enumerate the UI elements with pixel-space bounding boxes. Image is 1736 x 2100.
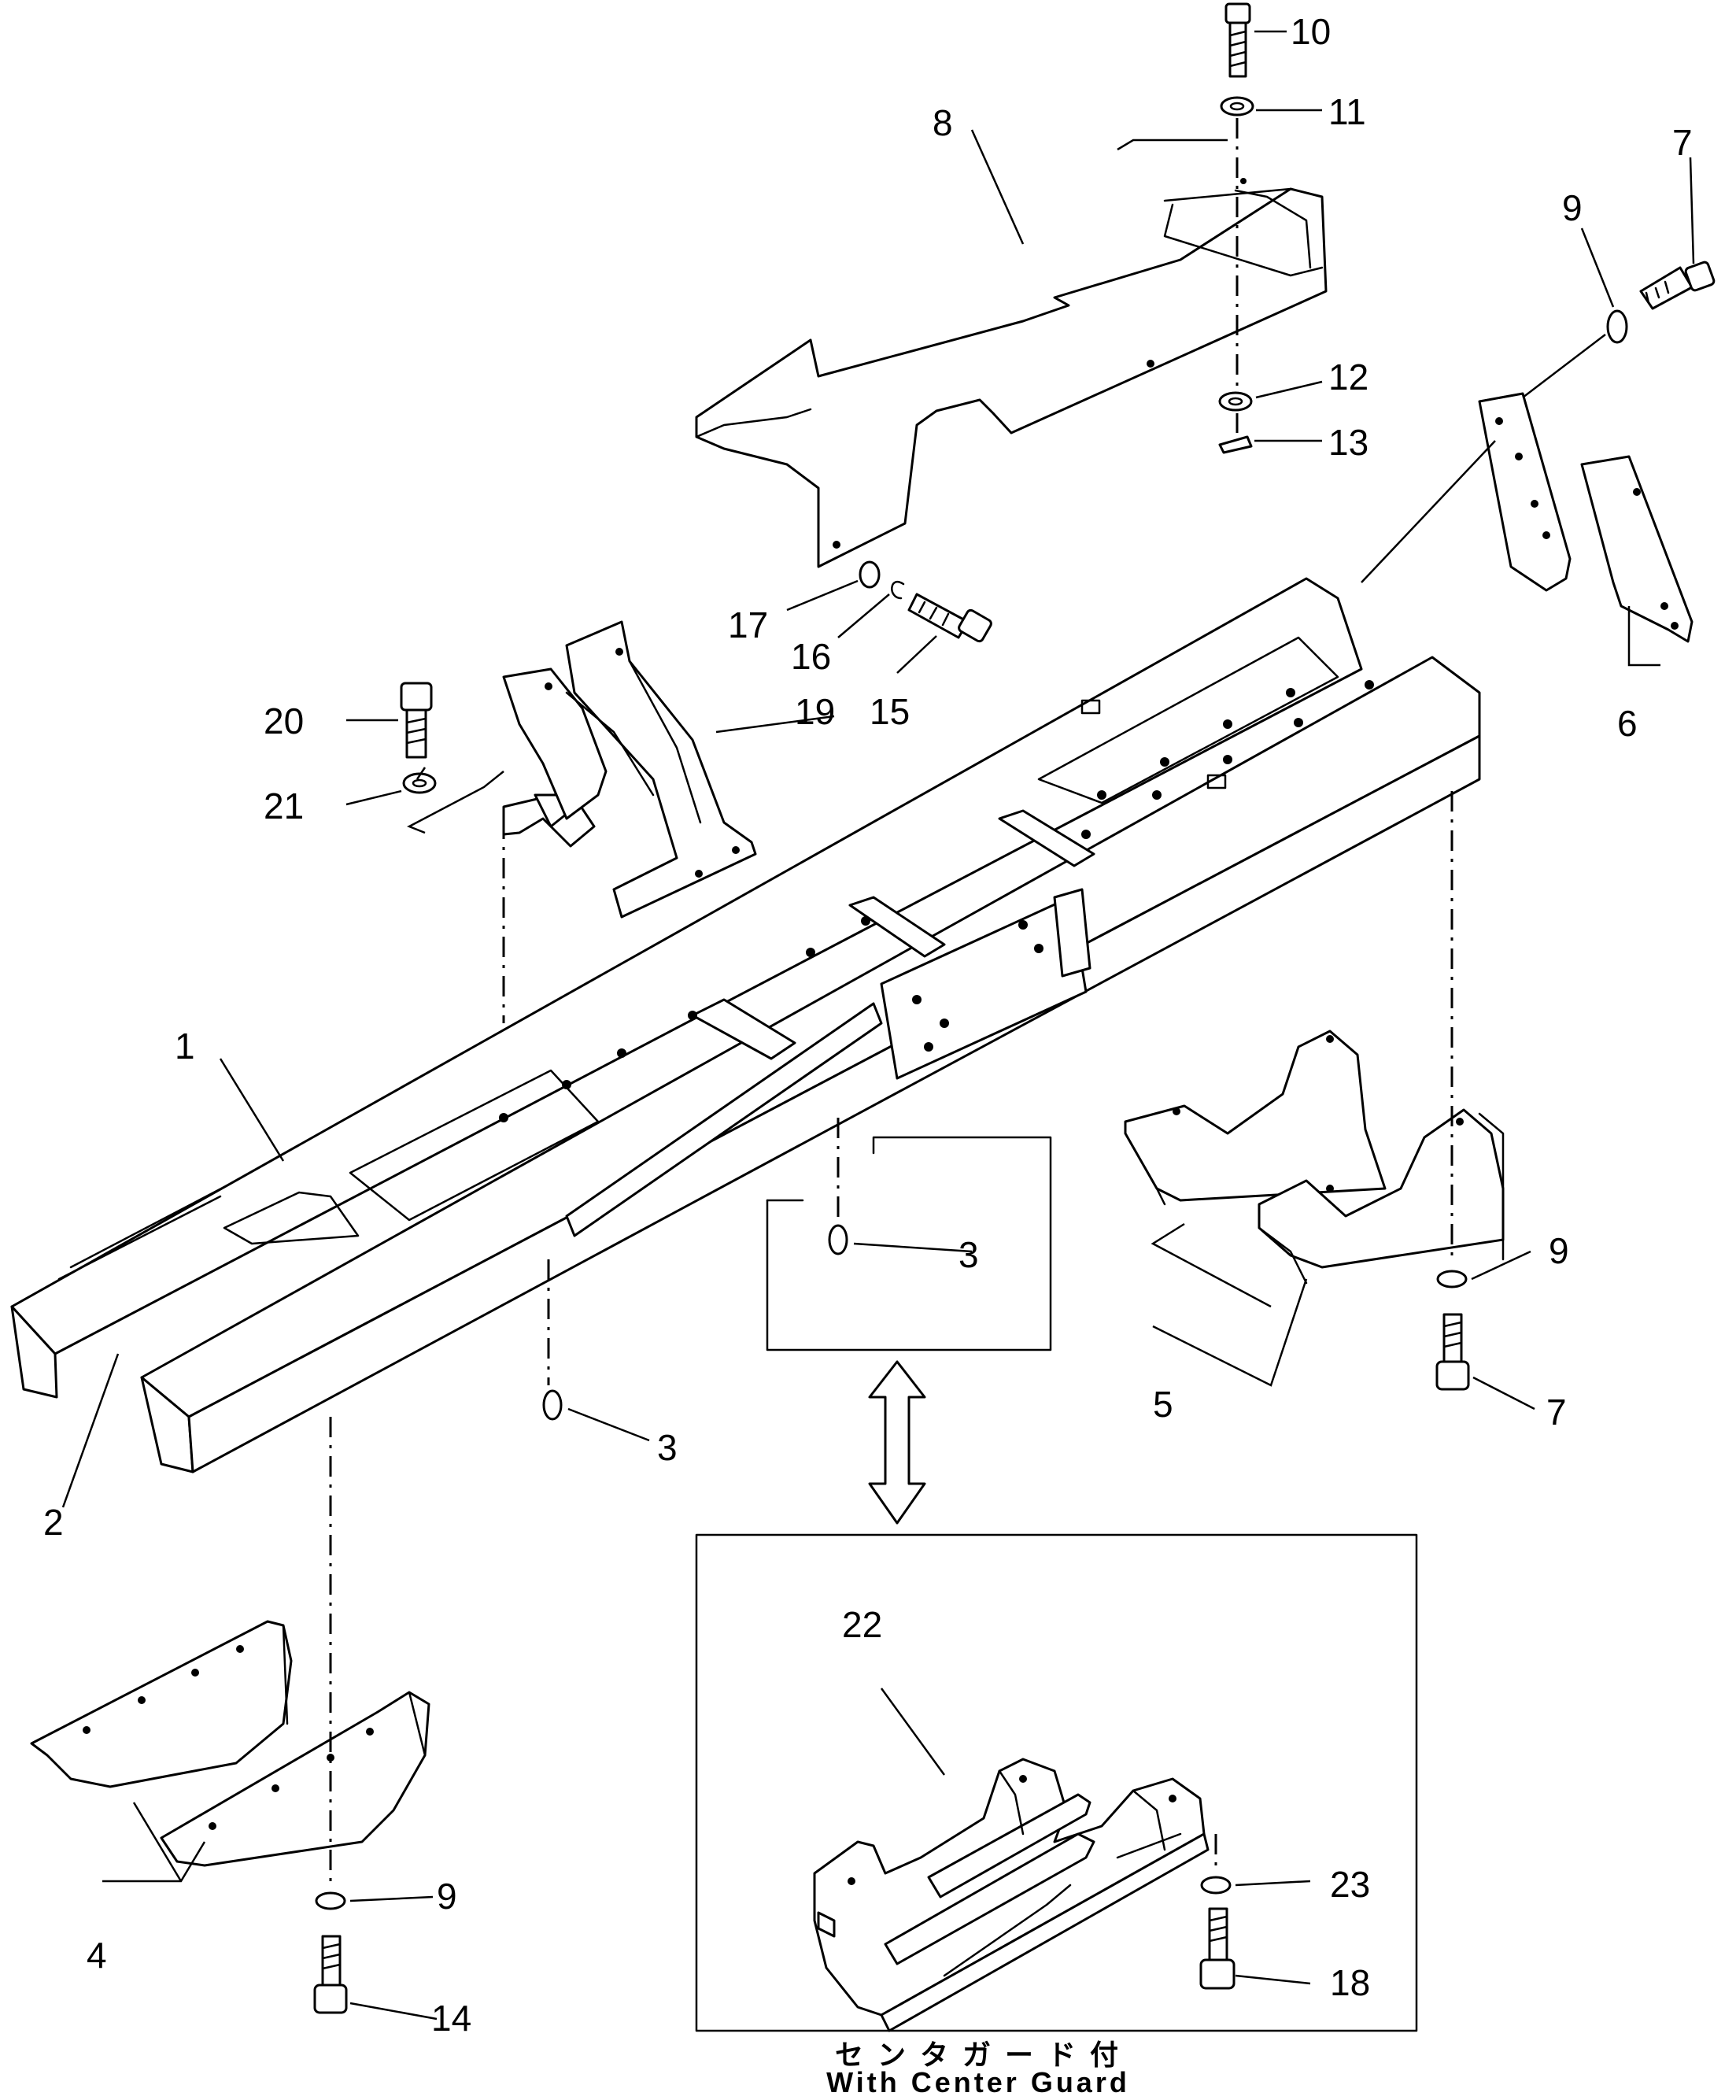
double-arrow: [868, 1360, 926, 1525]
center-guard-part-21: [813, 1758, 1210, 2032]
callout-9-left: 9: [437, 1876, 457, 1917]
washer-9-left: [315, 1891, 346, 1910]
washer-13: [859, 560, 881, 589]
callout-19: 20: [264, 701, 304, 741]
bolt-7-left: [313, 1935, 348, 2014]
inset-box-center-guard: [695, 1533, 1418, 2032]
washer-23: [1200, 1876, 1232, 1895]
callout-5: 5: [1153, 1384, 1173, 1425]
nut-3-lower: [542, 1389, 563, 1421]
nut-3-inset: [828, 1224, 848, 1255]
track-frame-cover-part-10: [695, 178, 1328, 568]
guards-part-5: [1124, 1030, 1505, 1285]
caption-japanese: セ ン タ ガ ー ド 付: [835, 2039, 1121, 2071]
callout-6: 6: [1617, 703, 1638, 744]
fasteners: [313, 2, 1716, 2014]
callout-8: 7: [1672, 122, 1693, 163]
callout-7-right: 7: [1546, 1392, 1567, 1433]
washer-15: [1220, 96, 1254, 116]
washer-9-right: [1436, 1270, 1468, 1288]
callout-1: 1: [175, 1026, 195, 1067]
bolt-22: [1199, 1907, 1236, 1990]
bolt-11: [907, 593, 992, 643]
bolt-14: [1224, 2, 1251, 78]
callout-16: 12: [1328, 357, 1368, 397]
callout-4: 4: [87, 1935, 107, 1976]
bolt-19: [400, 682, 433, 759]
bolt-7-right: [1435, 1313, 1470, 1391]
callout-23: 23: [1330, 1864, 1370, 1905]
washer-16: [1218, 391, 1253, 412]
callout-9-top: 9: [1562, 187, 1583, 228]
callout-17: 13: [1328, 422, 1368, 463]
pin-17: [1218, 435, 1253, 454]
assembly-axis-lines: [329, 118, 1606, 1885]
washer-9-top: [1606, 309, 1628, 344]
washer-20: [402, 772, 437, 794]
callout-3-lower: 3: [657, 1427, 678, 1468]
plates-part-6: [1478, 392, 1694, 643]
callout-7-left: 14: [431, 1998, 471, 2039]
caption-english: With Center Guard: [826, 2066, 1130, 2096]
bracket-part-18: [502, 620, 757, 919]
callout-20: 21: [264, 786, 304, 826]
callout-21: 22: [842, 1604, 882, 1645]
callout-11: 15: [870, 691, 910, 732]
callout-22: 18: [1330, 1962, 1370, 2003]
callout-numbers: 10 11 8 7 9 12 13 17 16 15 19 20 21 6 1 …: [43, 11, 1693, 2039]
callout-14: 10: [1291, 11, 1331, 52]
callout-2: 2: [43, 1502, 64, 1543]
inset-caption: セ ン タ ガ ー ド 付 With Center Guard: [826, 2039, 1130, 2098]
bolt-8: [1639, 261, 1716, 310]
frame-bolt-holes: [499, 680, 1374, 1122]
callout-3-inset: 3: [958, 1234, 979, 1275]
callout-13: 17: [728, 604, 768, 645]
leader-lines: [61, 30, 1695, 2021]
callout-9-right: 9: [1549, 1230, 1569, 1271]
callout-18: 19: [795, 691, 835, 732]
spring-washer-12: [891, 581, 905, 600]
track-frame-part-1: [10, 577, 1481, 1473]
callout-12: 16: [791, 636, 831, 677]
callout-15: 11: [1328, 91, 1366, 132]
callout-10: 8: [933, 102, 953, 143]
inset-box-nut: [766, 1136, 1052, 1351]
end-guards-part-4: [30, 1620, 430, 1867]
